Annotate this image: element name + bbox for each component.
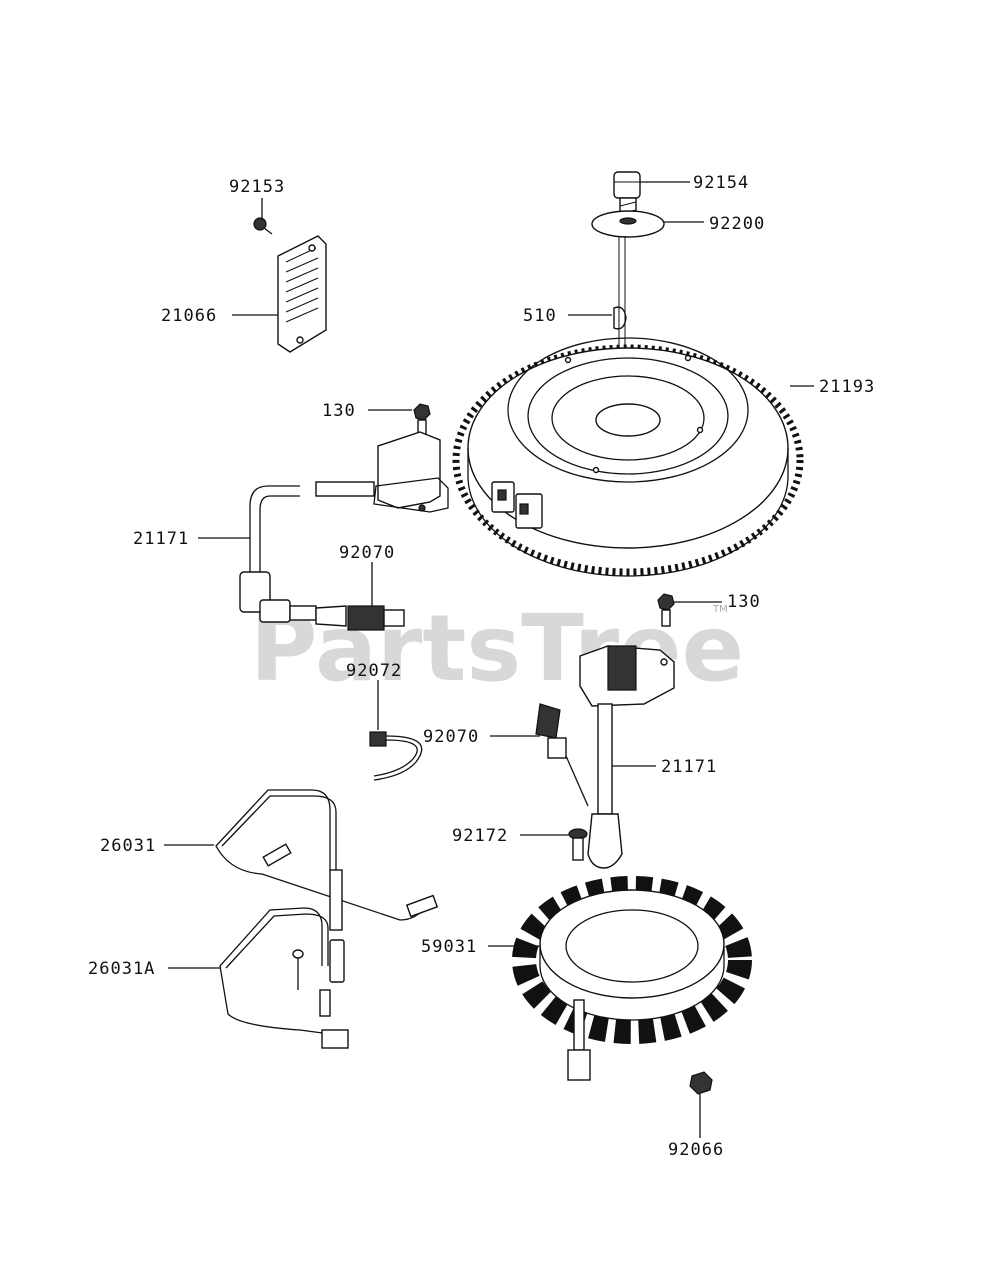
label-92066: 92066 <box>668 1140 724 1160</box>
screw-92153[interactable] <box>253 217 273 235</box>
label-21066: 21066 <box>161 306 217 326</box>
label-21171-right: 21171 <box>661 757 717 777</box>
label-130-right: 130 <box>727 592 761 612</box>
watermark-tm: TM <box>712 604 728 615</box>
flywheel-21193[interactable] <box>452 337 804 577</box>
label-130-top: 130 <box>322 401 356 421</box>
label-92070-top: 92070 <box>339 543 395 563</box>
spark-plug-92070-mid[interactable] <box>535 703 589 807</box>
stator-59031[interactable] <box>512 876 752 1081</box>
label-21171-left: 21171 <box>133 529 189 549</box>
label-92070-mid: 92070 <box>423 727 479 747</box>
screw-130-right[interactable] <box>657 593 675 627</box>
ignition-coil-right[interactable] <box>579 645 675 707</box>
clip-92072[interactable] <box>369 731 423 781</box>
wire-harness-26031A[interactable] <box>219 907 349 1049</box>
label-21193: 21193 <box>819 377 875 397</box>
spark-plug-92070-top[interactable] <box>289 605 405 631</box>
nut-92066[interactable] <box>689 1071 713 1095</box>
regulator-21066[interactable] <box>277 235 327 353</box>
bolt-92172[interactable] <box>568 828 588 861</box>
ignition-coil-left[interactable] <box>315 431 449 513</box>
label-59031: 59031 <box>421 937 477 957</box>
ht-lead-21171-left[interactable] <box>239 485 300 623</box>
label-26031: 26031 <box>100 836 156 856</box>
label-92153: 92153 <box>229 177 285 197</box>
wire-harness-26031[interactable] <box>215 789 439 931</box>
ht-lead-21171-right[interactable] <box>587 703 623 869</box>
label-92072: 92072 <box>346 661 402 681</box>
label-92172: 92172 <box>452 826 508 846</box>
label-92154: 92154 <box>693 173 749 193</box>
screw-130-top[interactable] <box>413 403 431 437</box>
leader-lines <box>164 181 814 1138</box>
label-92200: 92200 <box>709 214 765 234</box>
washer-92200[interactable] <box>591 210 665 238</box>
label-26031A: 26031A <box>88 959 155 979</box>
label-510: 510 <box>523 306 557 326</box>
key-510[interactable] <box>613 306 627 330</box>
